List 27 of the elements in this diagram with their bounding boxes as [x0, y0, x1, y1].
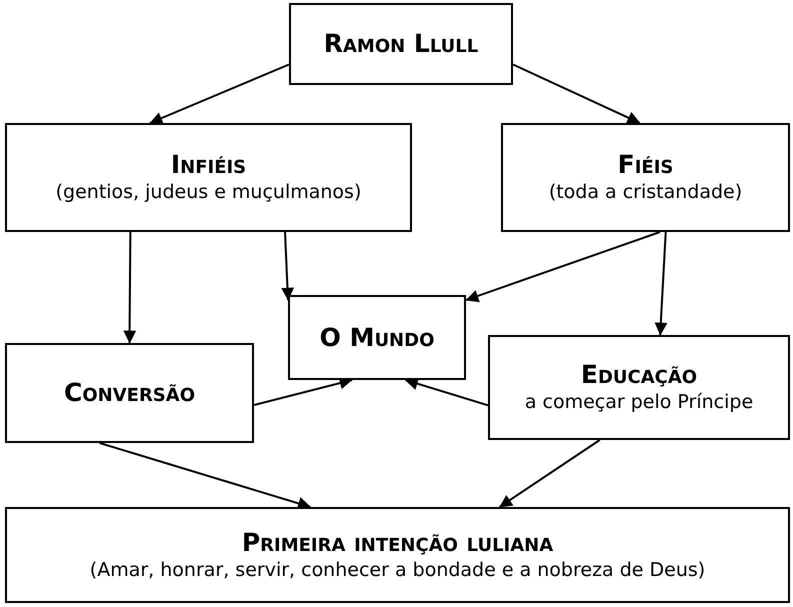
- arrow: [99, 442, 311, 510]
- arrow: [512, 64, 640, 124]
- arrow: [123, 232, 136, 344]
- box-heading: O Mundo: [320, 322, 434, 354]
- box-description: (gentios, judeus e muçulmanos): [56, 180, 362, 206]
- arrow: [466, 231, 660, 302]
- box-description: (toda a cristandade): [548, 180, 742, 206]
- arrow: [150, 64, 290, 124]
- title-box: [289, 3, 513, 85]
- box-heading: Infiéis: [170, 149, 246, 180]
- box-heading: Fiéis: [618, 149, 674, 180]
- group-box: [501, 123, 790, 232]
- arrow: [654, 232, 668, 336]
- box-heading: Conversão: [64, 377, 195, 409]
- arrow: [281, 232, 294, 301]
- goal-box: [5, 507, 790, 603]
- box-description: (Amar, honrar, servir, conhecer a bondade e a nobreza de Deus): [90, 558, 706, 583]
- process-box: [488, 335, 790, 440]
- group-box: [5, 123, 412, 232]
- box-heading: Ramon Llull: [324, 28, 478, 60]
- box-heading: Educação: [580, 359, 698, 390]
- arrow: [499, 439, 600, 508]
- process-box: [5, 343, 254, 443]
- box-heading: Primeira intenção luliana: [242, 526, 554, 558]
- arrow: [404, 378, 488, 406]
- box-description: a começar pelo Príncipe: [524, 390, 754, 416]
- center-box: [288, 295, 466, 380]
